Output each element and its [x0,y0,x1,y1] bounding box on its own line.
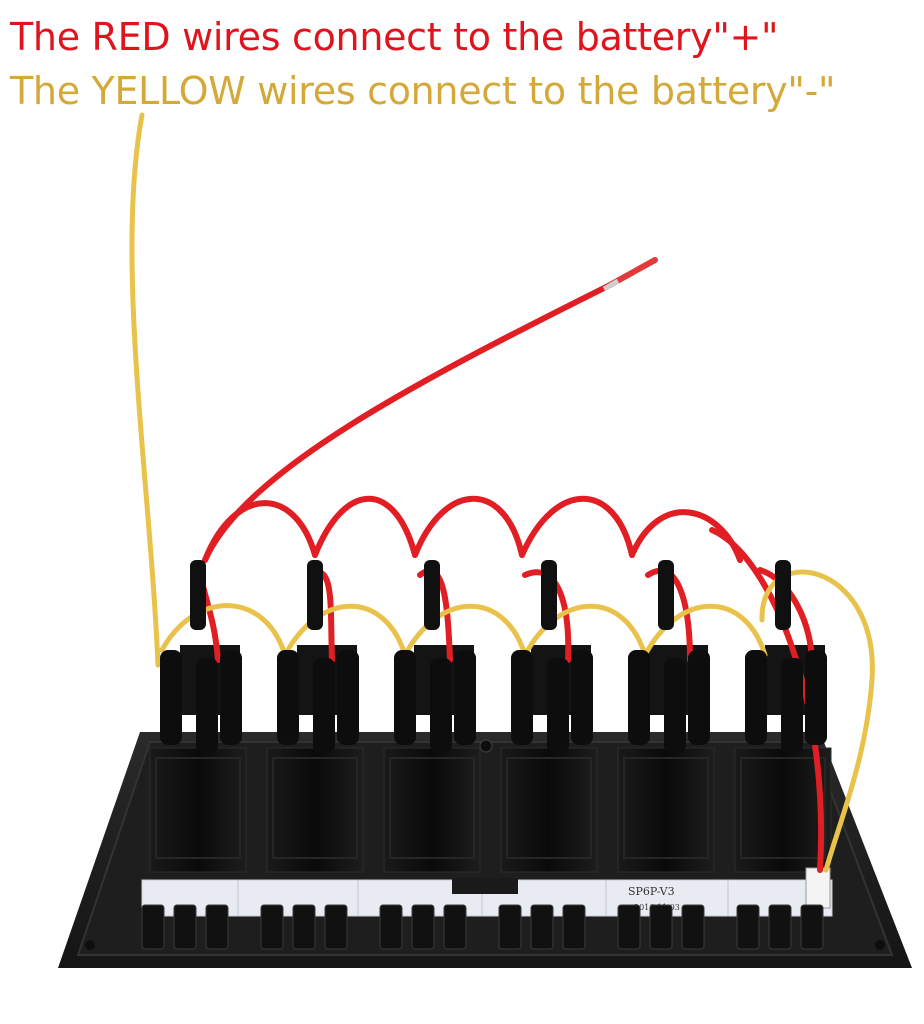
terminal-tooth [141,904,165,950]
rocker-switch-frame [506,757,592,859]
upper-connector-sleeve [541,560,557,630]
upper-connector-sleeve [190,560,206,630]
heat-shrink-sleeve [277,650,299,745]
terminal-tooth [562,904,586,950]
yellow-lead-wire [129,112,161,668]
heat-shrink-sleeve [511,650,533,745]
caption-yellow-wires: The YELLOW wires connect to the battery"… [10,69,836,113]
terminal-tooth [498,904,522,950]
heat-shrink-sleeve [430,658,452,753]
heat-shrink-sleeve [628,650,650,745]
red-lead-wire [202,282,613,563]
red-wires [195,282,824,873]
terminal-tooth [649,904,673,950]
terminal-tooth [260,904,284,950]
rocker-switch-housing [500,747,598,873]
terminal-tooth [681,904,705,950]
terminal-tooth [379,904,403,950]
heat-shrink-sleeve [688,650,710,745]
heat-shrink-sleeve [781,658,803,753]
heat-shrink-sleeve [664,658,686,753]
rocker-switch-frame [389,757,475,859]
heat-shrink-sleeve [547,658,569,753]
red-wire-strand [602,278,620,292]
rocker-switch-frame [740,757,826,859]
heat-shrink-sleeve [745,650,767,745]
board-model-label: SP6P-V3 [628,885,675,898]
rocker-switch-frame [623,757,709,859]
terminal-tooth [173,904,197,950]
rocker-switch-housing [383,747,481,873]
rocker-switch-housing [266,747,364,873]
terminal-teeth [141,904,824,950]
panel-corner-hole-right [875,940,885,950]
heat-shrink-sleeve [313,658,335,753]
caption-red-wires: The RED wires connect to the battery"+" [10,15,779,59]
upper-connector-sleeve [424,560,440,630]
terminal-tooth [768,904,792,950]
heat-shrink-sleeve [454,650,476,745]
upper-connector-sleeve [775,560,791,630]
upper-connector-sleeve [658,560,674,630]
terminal-tooth [205,904,229,950]
terminal-tooth [324,904,348,950]
heat-shrink-sleeve [196,658,218,753]
heat-shrink-sleeve [805,650,827,745]
pcb-notch [452,878,518,894]
terminal-tooth [736,904,760,950]
rocker-switch-frame [155,757,241,859]
terminal-tooth [617,904,641,950]
heat-shrink-sleeve [220,650,242,745]
rocker-switch-housing [617,747,715,873]
heat-shrink-sleeve [160,650,182,745]
heat-shrink-sleeve [337,650,359,745]
terminal-tooth [443,904,467,950]
wire-connectors [160,560,827,753]
rocker-switch-frame [272,757,358,859]
rocker-switch-housing [149,747,247,873]
heat-shrink-sleeve [571,650,593,745]
heat-shrink-sleeve [394,650,416,745]
panel-screw-hole [479,739,493,753]
connector-plug [805,867,831,909]
terminal-tooth [530,904,554,950]
terminal-tooth [292,904,316,950]
terminal-tooth [411,904,435,950]
terminal-tooth [800,904,824,950]
upper-connector-sleeve [307,560,323,630]
panel-corner-hole-left [85,940,95,950]
